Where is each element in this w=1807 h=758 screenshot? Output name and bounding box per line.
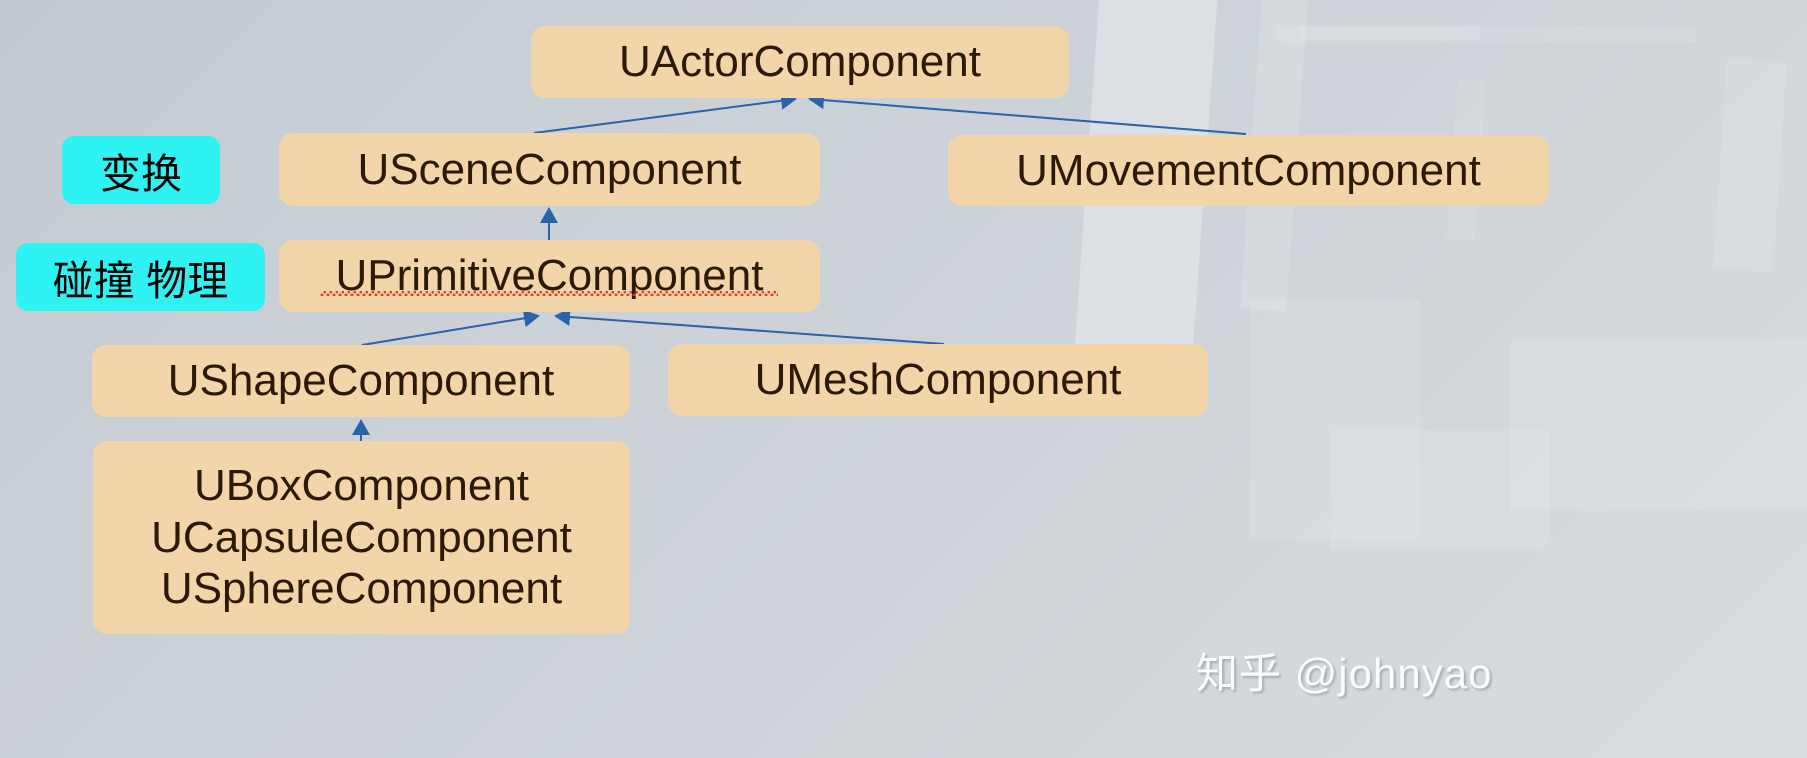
node-label: UBoxComponent UCapsuleComponent USphereC… xyxy=(151,460,572,614)
node-uscenecomponent[interactable]: USceneComponent xyxy=(279,133,820,206)
edge-scene-to-actor xyxy=(533,91,797,134)
tag-label: 碰撞 物理 xyxy=(52,258,229,304)
node-umovementcomponent[interactable]: UMovementComponent xyxy=(948,135,1549,206)
node-uactorcomponent[interactable]: UActorComponent xyxy=(531,26,1069,98)
watermark: 知乎 @johnyao xyxy=(1196,650,1493,697)
tag-transform[interactable]: 变换 xyxy=(62,136,220,204)
node-label: USceneComponent xyxy=(357,144,742,194)
bg-panel-3 xyxy=(1300,26,1480,40)
node-ushape-subclasses[interactable]: UBoxComponent UCapsuleComponent USphereC… xyxy=(93,441,630,634)
edge-mesh-to-primitive xyxy=(554,308,945,345)
edge-shape-to-primitive xyxy=(361,309,540,346)
edge-movement-to-actor xyxy=(808,91,1247,135)
node-umeshcomponent[interactable]: UMeshComponent xyxy=(668,344,1208,416)
bg-panel-6 xyxy=(1712,58,1788,272)
tag-label: 变换 xyxy=(100,151,182,197)
bg-panel-8 xyxy=(1330,430,1550,550)
node-label: UMovementComponent xyxy=(1016,145,1481,195)
bg-panel-7 xyxy=(1510,340,1807,510)
node-label: UPrimitiveComponent xyxy=(335,251,764,301)
node-label: UMeshComponent xyxy=(754,355,1122,405)
bg-panel-9 xyxy=(1250,300,1420,540)
bg-panel-4 xyxy=(1276,26,1696,42)
tag-collision-physics[interactable]: 碰撞 物理 xyxy=(16,243,265,311)
node-ushapecomponent[interactable]: UShapeComponent xyxy=(92,345,630,417)
node-label: UActorComponent xyxy=(619,37,981,87)
node-uprimitivecomponent[interactable]: UPrimitiveComponent xyxy=(279,240,820,312)
node-label: UShapeComponent xyxy=(167,356,555,406)
